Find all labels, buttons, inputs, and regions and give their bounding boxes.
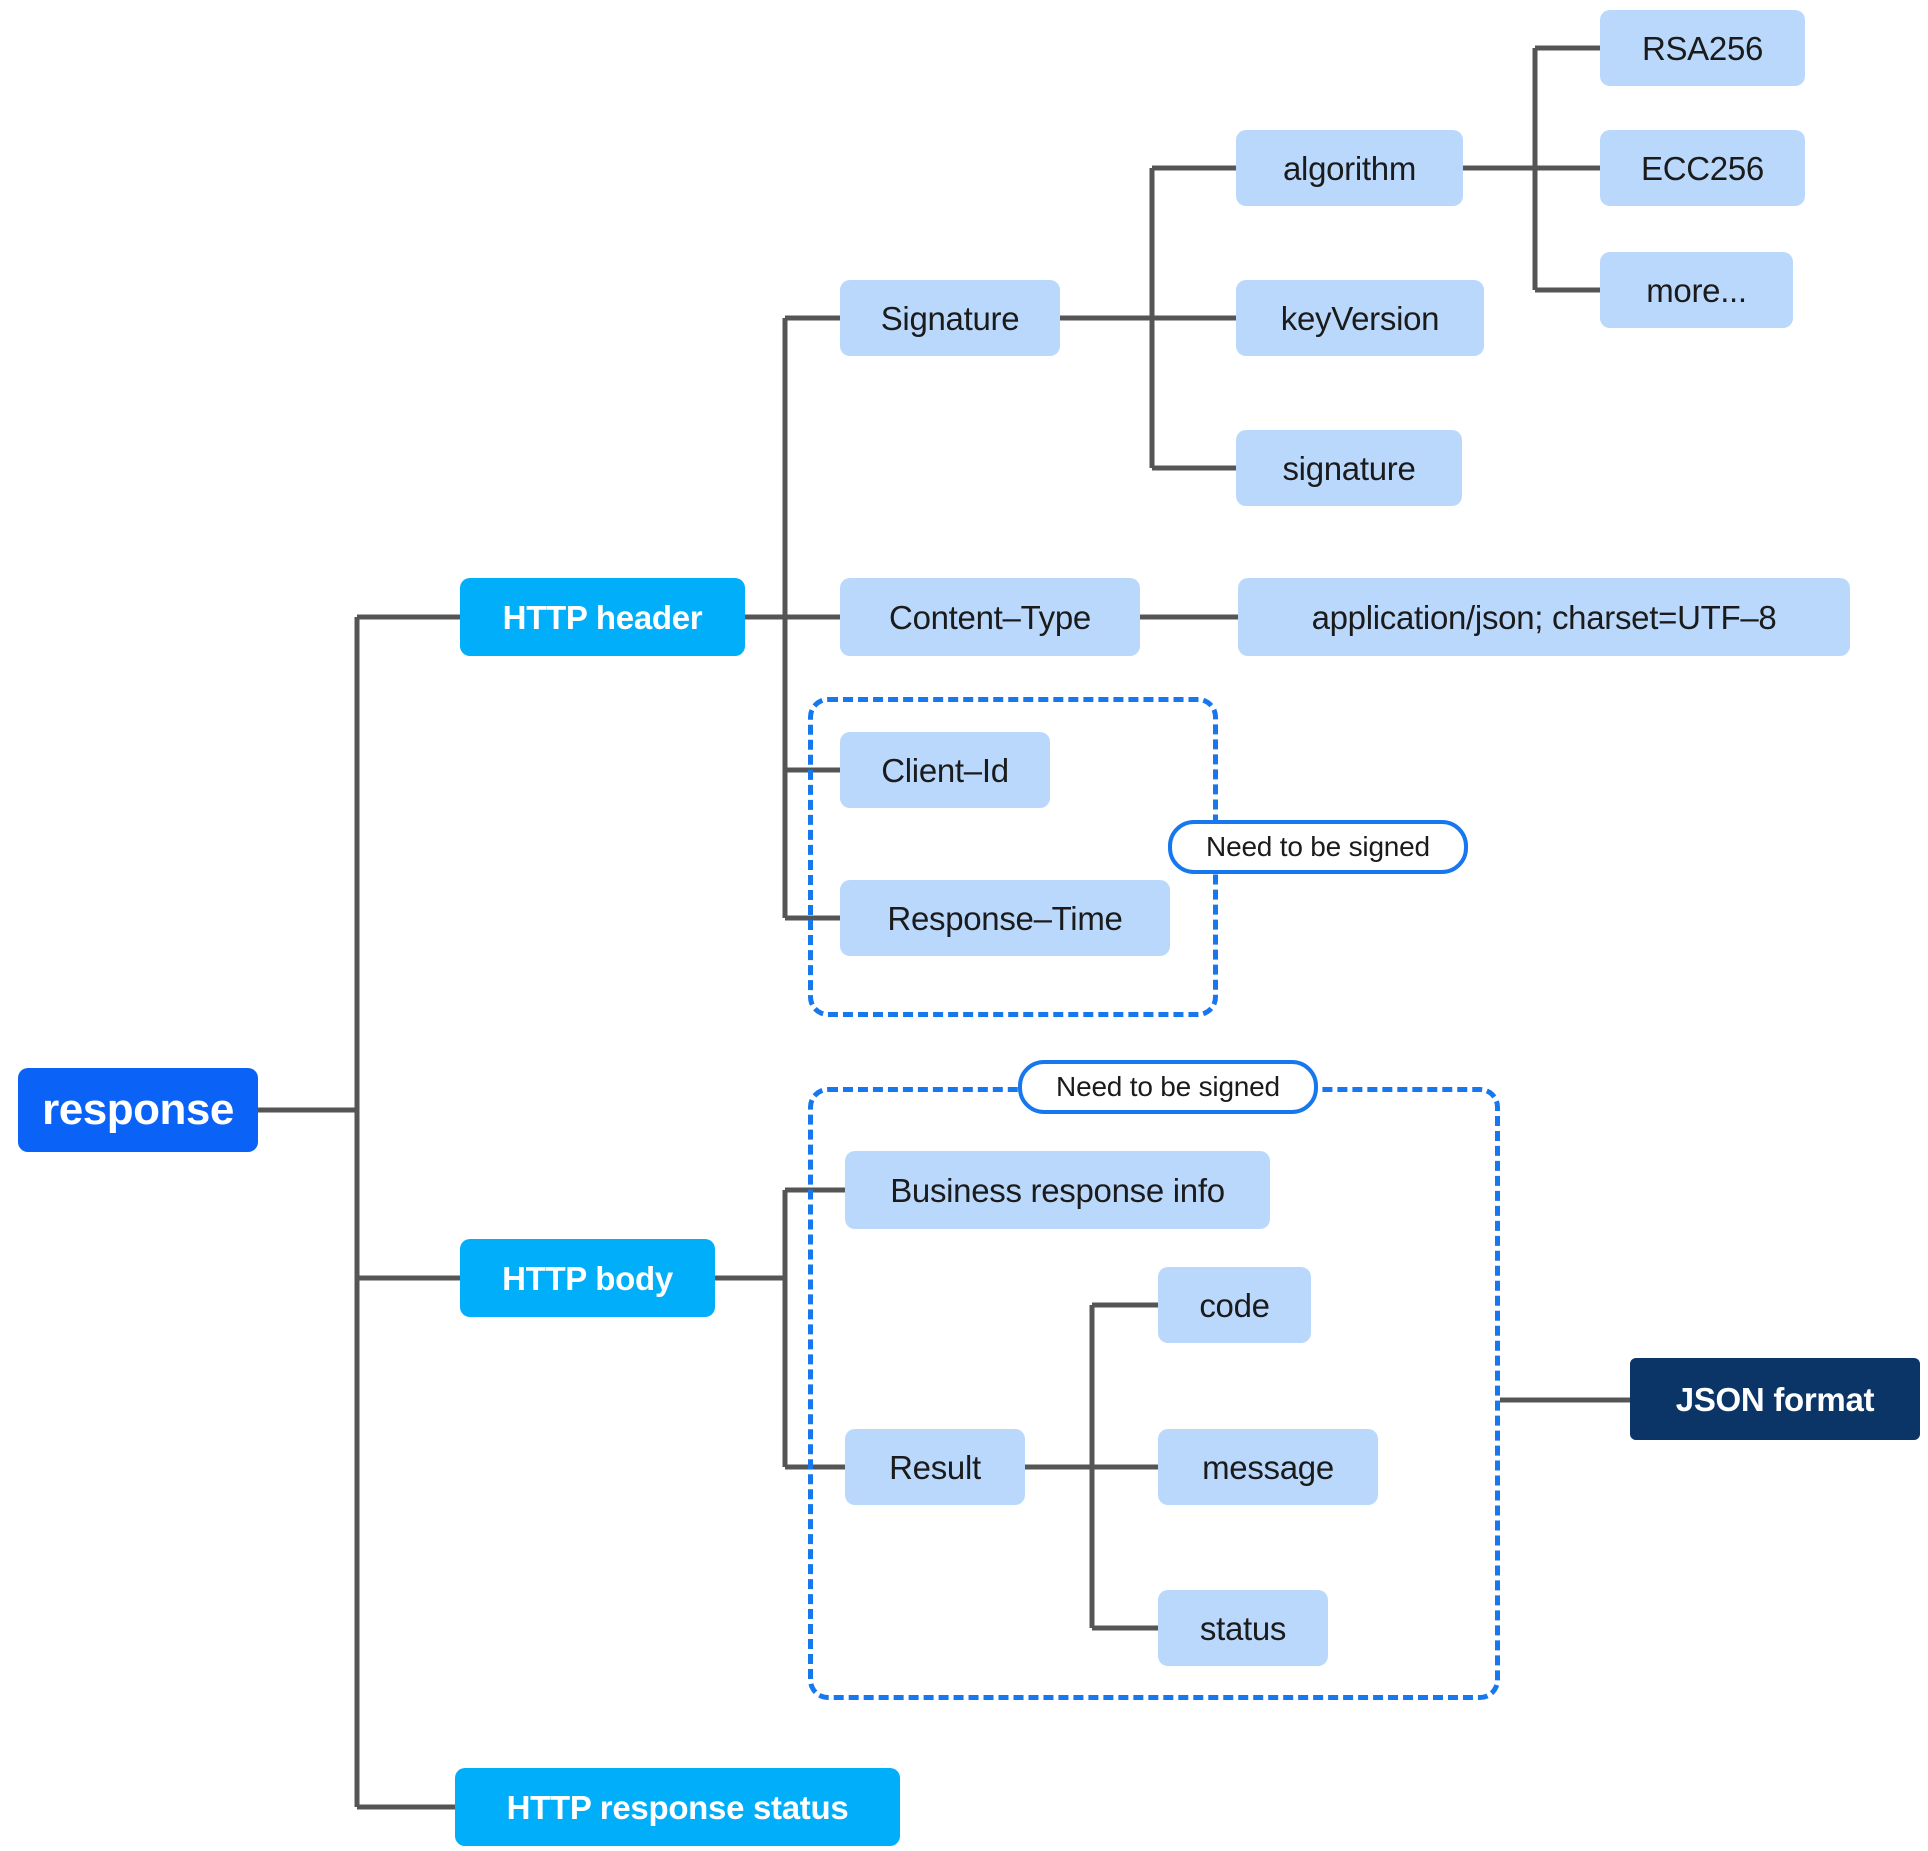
node-algorithm-label: algorithm [1282, 149, 1417, 187]
node-signature-field[interactable]: signature [1236, 430, 1462, 506]
node-keyversion-label: keyVersion [1280, 299, 1440, 337]
node-result[interactable]: Result [845, 1429, 1025, 1505]
annotation-need-to-be-signed-header-label: Need to be signed [1206, 831, 1430, 862]
node-http-header[interactable]: HTTP header [460, 578, 745, 656]
node-rsa256[interactable]: RSA256 [1600, 10, 1805, 86]
node-code-label: code [1199, 1286, 1270, 1324]
node-http-body[interactable]: HTTP body [460, 1239, 715, 1317]
node-content-type-value-label: application/json; charset=UTF–8 [1311, 598, 1777, 636]
node-content-type[interactable]: Content–Type [840, 578, 1140, 656]
node-content-type-value[interactable]: application/json; charset=UTF–8 [1238, 578, 1850, 656]
node-more-label: more... [1646, 271, 1747, 309]
node-response-label: response [42, 1085, 234, 1134]
node-client-id[interactable]: Client–Id [840, 732, 1050, 808]
node-ecc256[interactable]: ECC256 [1600, 130, 1805, 206]
node-rsa256-label: RSA256 [1641, 29, 1764, 67]
node-json-format[interactable]: JSON format [1630, 1358, 1920, 1440]
node-business-response-info[interactable]: Business response info [845, 1151, 1270, 1229]
node-http-response-status[interactable]: HTTP response status [455, 1768, 900, 1846]
node-business-response-info-label: Business response info [890, 1171, 1225, 1209]
annotation-need-to-be-signed-body[interactable]: Need to be signed [1018, 1060, 1318, 1114]
node-ecc256-label: ECC256 [1641, 149, 1764, 187]
node-keyversion[interactable]: keyVersion [1236, 280, 1484, 356]
node-algorithm[interactable]: algorithm [1236, 130, 1463, 206]
node-signature[interactable]: Signature [840, 280, 1060, 356]
node-result-label: Result [889, 1448, 981, 1486]
node-response[interactable]: response [18, 1068, 258, 1152]
node-status[interactable]: status [1158, 1590, 1328, 1666]
node-content-type-label: Content–Type [889, 598, 1091, 636]
annotation-need-to-be-signed-body-label: Need to be signed [1056, 1071, 1280, 1102]
node-code[interactable]: code [1158, 1267, 1311, 1343]
node-http-response-status-label: HTTP response status [506, 1788, 849, 1826]
node-response-time[interactable]: Response–Time [840, 880, 1170, 956]
annotation-need-to-be-signed-header[interactable]: Need to be signed [1168, 820, 1468, 874]
node-message[interactable]: message [1158, 1429, 1378, 1505]
node-http-body-label: HTTP body [502, 1259, 673, 1297]
node-client-id-label: Client–Id [881, 751, 1009, 789]
node-http-header-label: HTTP header [502, 598, 703, 636]
node-message-label: message [1202, 1448, 1334, 1486]
node-signature-label: Signature [880, 299, 1020, 337]
node-signature-field-label: signature [1282, 449, 1416, 487]
node-json-format-label: JSON format [1675, 1380, 1875, 1418]
node-response-time-label: Response–Time [887, 899, 1123, 937]
node-more[interactable]: more... [1600, 252, 1793, 328]
node-status-label: status [1199, 1609, 1287, 1647]
